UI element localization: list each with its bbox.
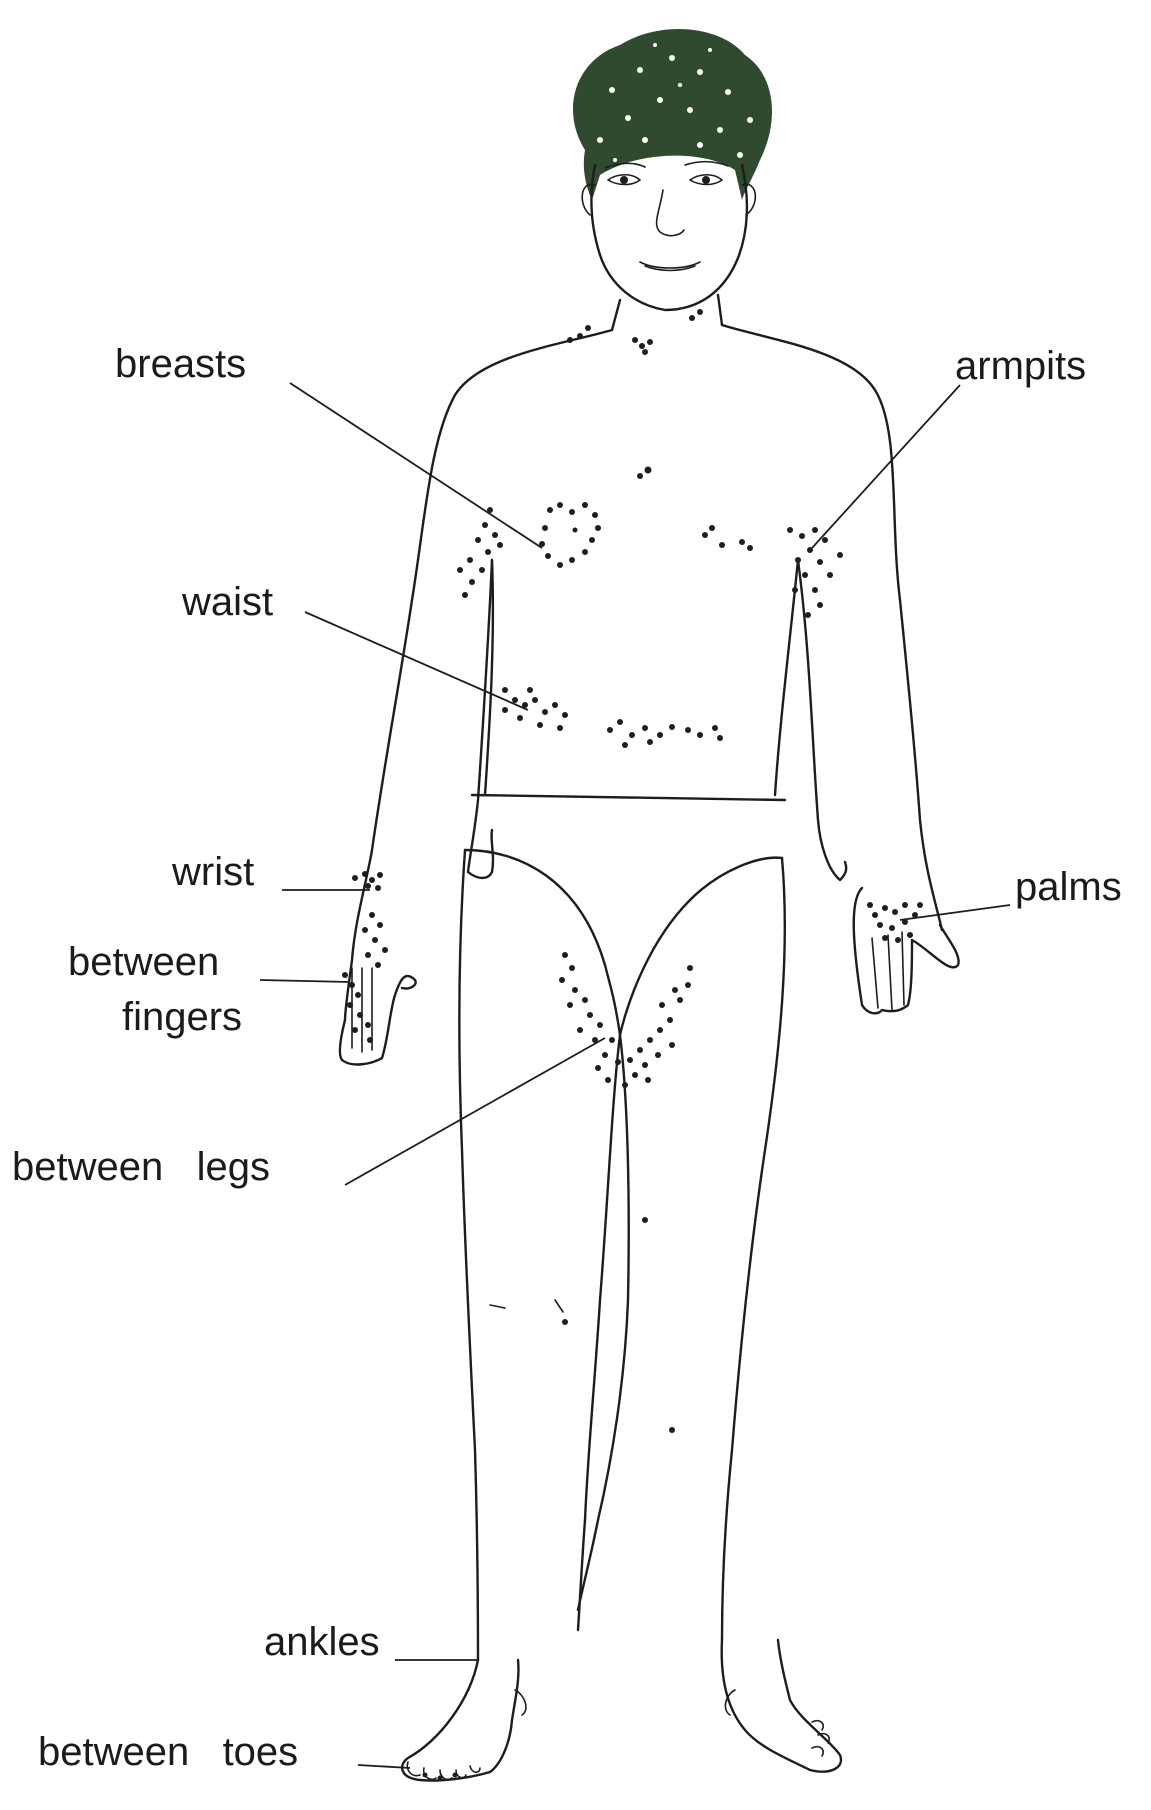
leader-breasts bbox=[290, 383, 542, 548]
label-between-toes: between toes bbox=[38, 1730, 298, 1774]
leader-waist bbox=[305, 612, 528, 710]
leader-between-fingers bbox=[260, 980, 350, 982]
label-breasts: breasts bbox=[115, 342, 246, 386]
label-waist: waist bbox=[181, 580, 273, 624]
rash-marks bbox=[342, 309, 923, 1781]
leader-armpits bbox=[812, 385, 960, 548]
toes-right bbox=[812, 1721, 829, 1756]
hair bbox=[573, 29, 772, 200]
label-between-fingers-2: fingers bbox=[122, 995, 242, 1039]
label-between-fingers-1: between bbox=[68, 940, 219, 984]
head bbox=[582, 162, 755, 310]
label-armpits: armpits bbox=[955, 344, 1086, 388]
label-palms: palms bbox=[1015, 865, 1122, 909]
label-between-legs: between legs bbox=[12, 1145, 270, 1189]
labels: breasts armpits waist wrist palms betwee… bbox=[12, 342, 1122, 1774]
leader-between-legs bbox=[345, 1038, 605, 1185]
label-ankles: ankles bbox=[264, 1620, 380, 1664]
label-wrist: wrist bbox=[171, 850, 254, 894]
